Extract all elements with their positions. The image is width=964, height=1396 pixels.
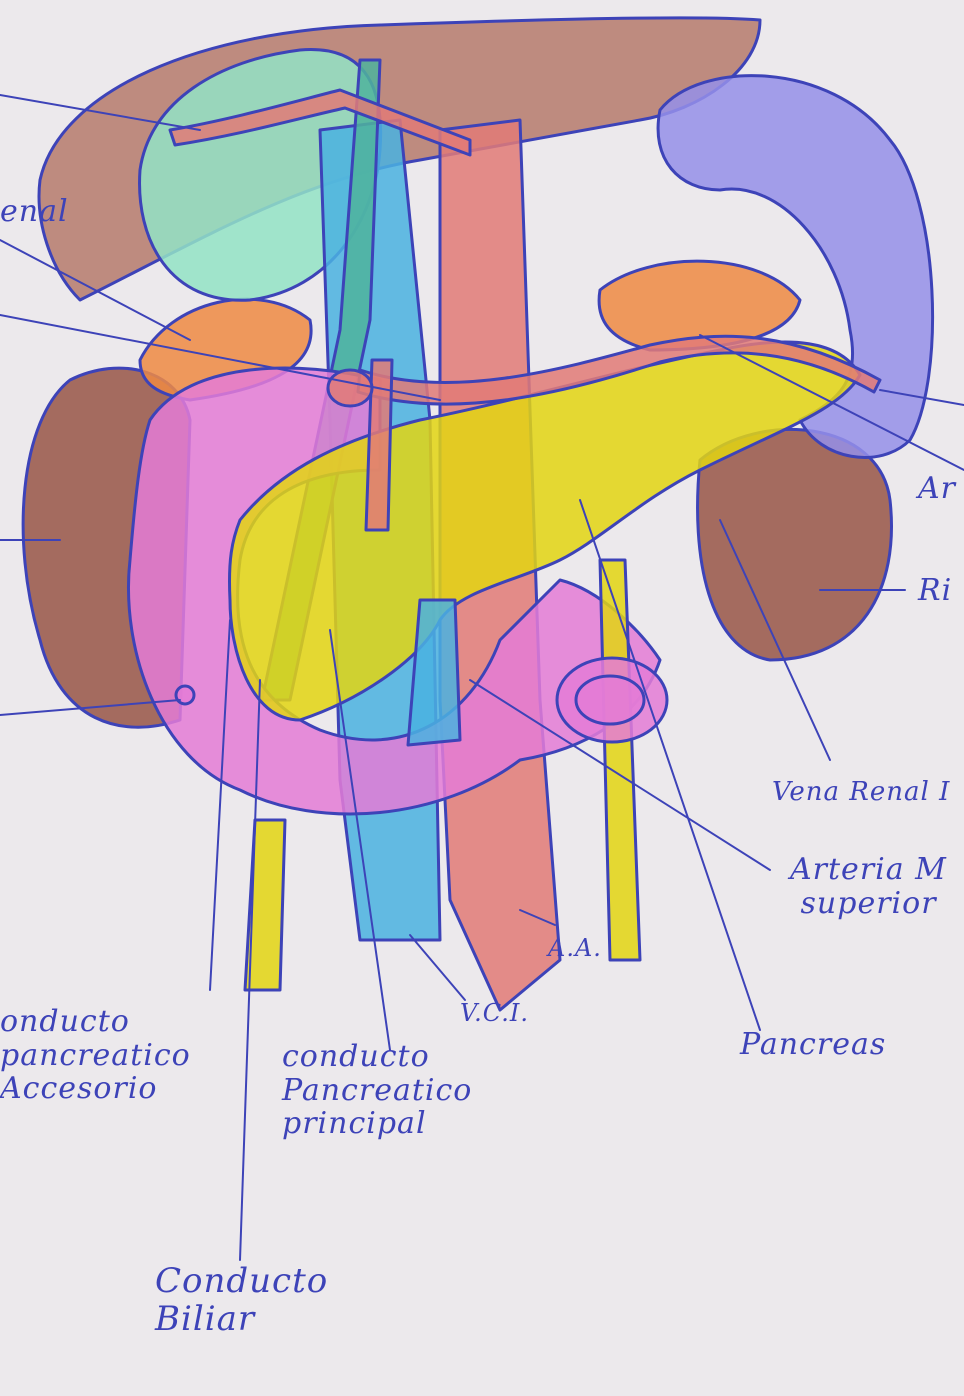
label-partial-ar: Ar [918,472,956,506]
duodenum-lumen-shape [576,676,644,724]
left-kidney-shape [698,429,892,660]
label-arteria-mesenterica: Arteria M superior [790,853,947,920]
pointer-line-vci [410,935,465,1000]
label-conducto-accesorio: onducto pancreatico Accesorio [0,1005,191,1106]
label-partial-ri: Ri [918,574,952,608]
ampulla-shape [176,686,194,704]
label-aa: A.A. [548,935,602,962]
label-pancreas: Pancreas [740,1028,886,1062]
label-conducto-principal: conducto Pancreatico principal [282,1040,472,1141]
label-partial-enal: enal [0,195,69,229]
label-vena-renal: Vena Renal I [772,778,950,807]
label-conducto-biliar: Conducto Biliar [155,1262,328,1338]
label-vci: V.C.I. [460,1000,529,1027]
portal-vein-ring-shape [328,370,372,406]
